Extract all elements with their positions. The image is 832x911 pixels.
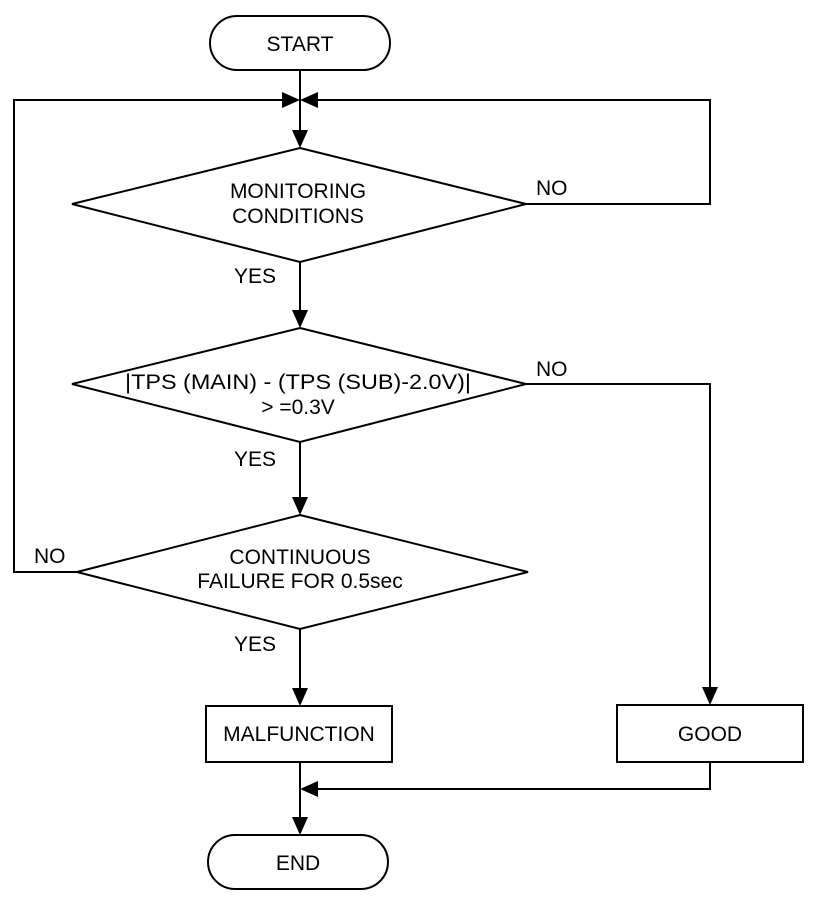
- arrowhead-into-d2: [292, 310, 308, 328]
- connector-d2-no-to-good: [526, 383, 711, 687]
- arrowhead-into-good: [702, 687, 718, 705]
- end-label: END: [276, 852, 320, 875]
- arrowhead-good-merge: [300, 781, 318, 797]
- arrowhead-into-d1: [292, 130, 308, 148]
- decision-monitoring-conditions: [71, 146, 527, 264]
- connector-d1-no-loop: [318, 99, 711, 205]
- malfunction-label: MALFUNCTION: [223, 723, 375, 746]
- arrowhead-into-d3: [292, 497, 308, 515]
- d3-line2: FAILURE FOR 0.5sec: [197, 570, 402, 593]
- d2-line2: > =0.3V: [261, 396, 335, 419]
- malfunction-box: [205, 705, 393, 763]
- d3-yes-label: YES: [234, 633, 276, 656]
- d1-line2: CONDITIONS: [232, 205, 364, 228]
- connector-good-to-end: [318, 762, 711, 790]
- start-terminal: [209, 15, 391, 71]
- d2-yes-label: YES: [234, 448, 276, 471]
- arrowhead-into-end: [292, 817, 308, 835]
- end-terminal: [207, 834, 389, 890]
- d2-line1: |TPS (MAIN) - (TPS (SUB)-2.0V)|: [125, 371, 471, 394]
- d3-line1: CONTINUOUS: [229, 546, 370, 569]
- good-label: GOOD: [678, 723, 742, 746]
- arrowhead-into-malfunction: [292, 688, 308, 706]
- d1-no-label: NO: [536, 177, 568, 200]
- decision-tps-difference: [71, 326, 527, 444]
- connector-d3-no-loop: [13, 99, 282, 573]
- d2-no-label: NO: [536, 358, 568, 381]
- start-label: START: [267, 33, 334, 56]
- d1-line1: MONITORING: [230, 180, 366, 203]
- arrowhead-merge-left: [282, 92, 300, 108]
- d1-yes-label: YES: [234, 265, 276, 288]
- decision-continuous-failure: [76, 513, 529, 631]
- arrowhead-merge-right: [300, 92, 318, 108]
- d3-no-label: NO: [34, 545, 66, 568]
- good-box: [616, 704, 804, 763]
